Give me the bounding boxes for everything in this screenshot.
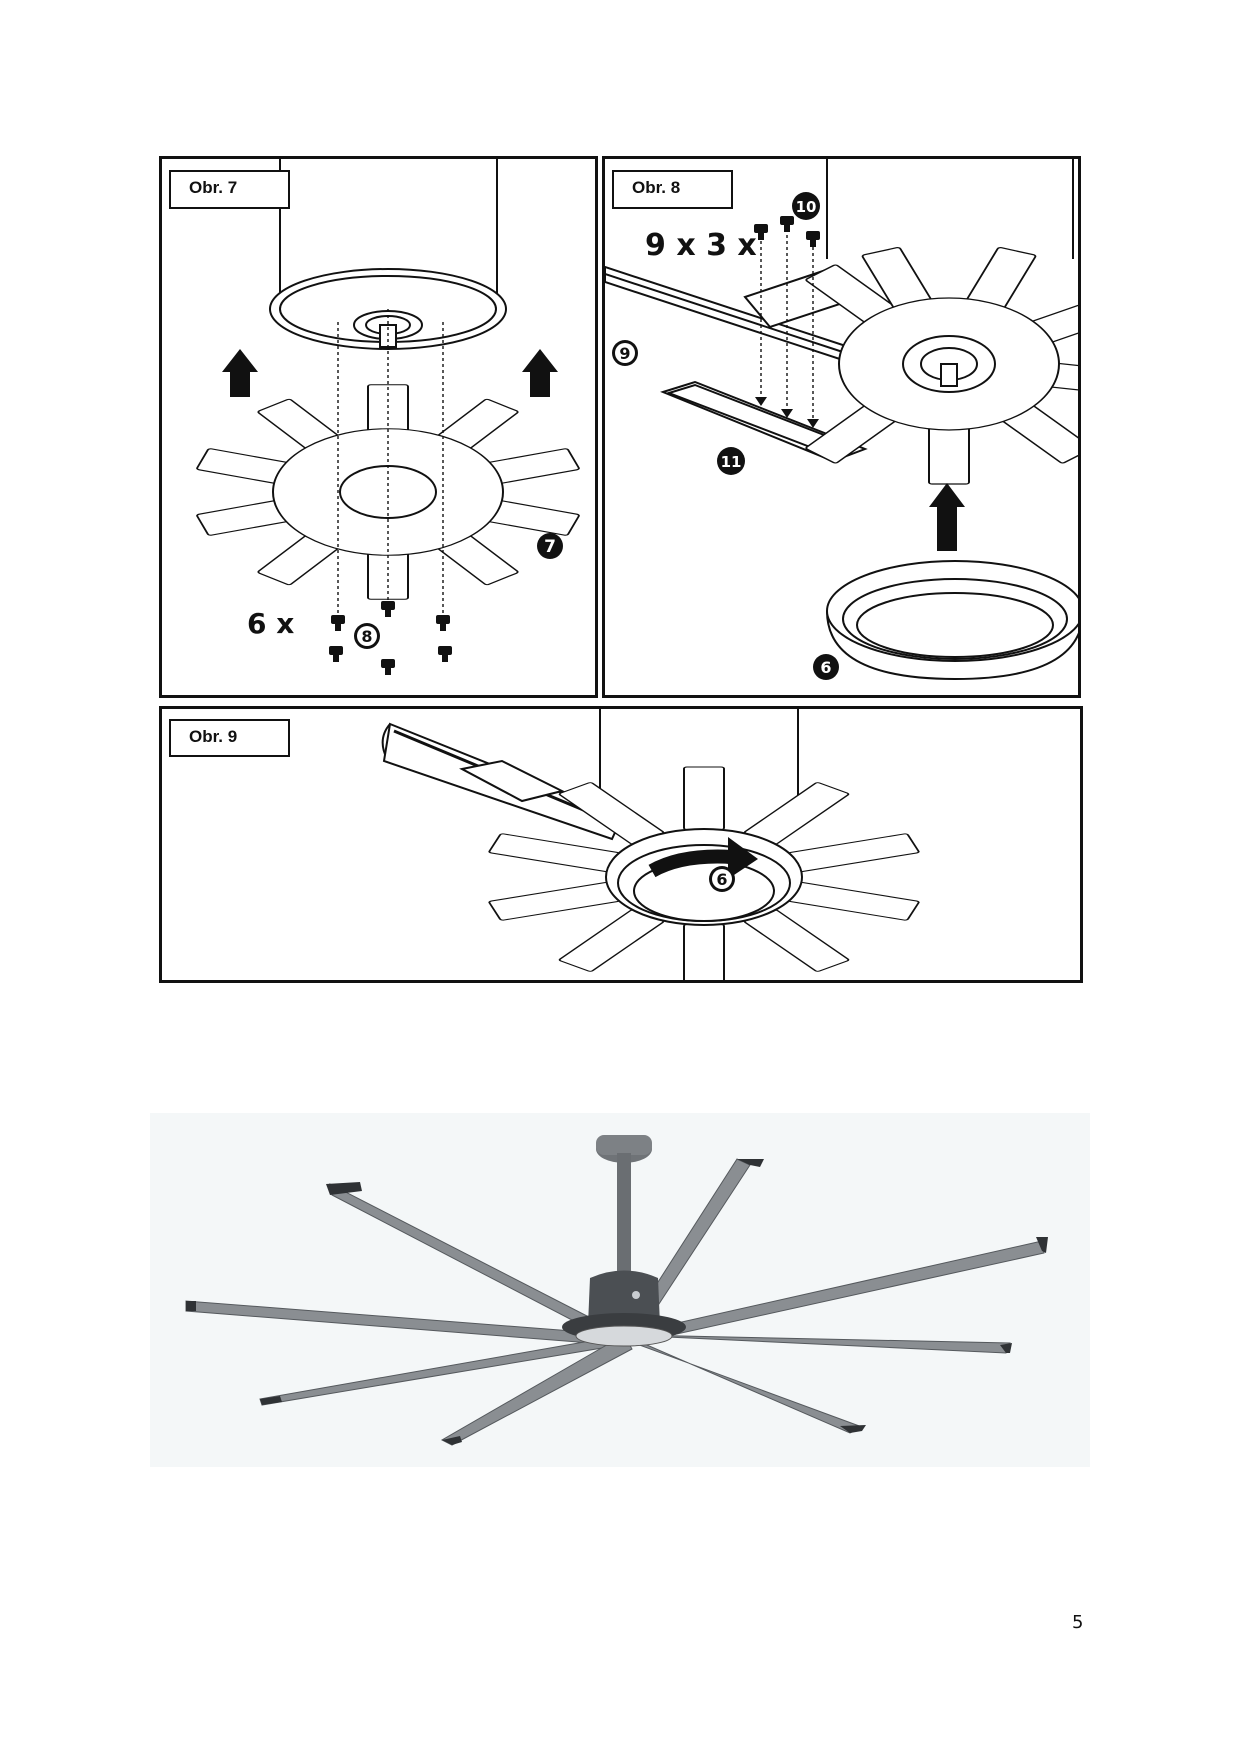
figure-obr-9: Obr. 9 (159, 706, 1083, 983)
figure-obr-8: Obr. 8 (602, 156, 1081, 698)
figure-obr-7: Obr. 7 (159, 156, 598, 698)
rotate-arrow-icon (648, 837, 758, 879)
obr-8-drawing: 10 9 11 6 9 x 3 x (605, 159, 1078, 681)
callout-10: 10 (792, 192, 820, 220)
obr-9-drawing: 6 (381, 709, 920, 980)
screw-icon (754, 224, 768, 240)
screw-icon (780, 216, 794, 232)
count-label: 6 x (247, 607, 294, 640)
screw-icon (329, 646, 343, 662)
svg-text:10: 10 (796, 198, 817, 216)
svg-text:9: 9 (619, 344, 630, 363)
screw-icon (436, 615, 450, 631)
callout-8: 8 (354, 623, 380, 649)
figure-label: Obr. 8 (612, 170, 733, 209)
screw-icon (806, 231, 820, 247)
count-label: 9 x 3 x (645, 228, 757, 263)
screw-icon (381, 601, 395, 617)
callout-7: 7 (537, 533, 563, 559)
svg-text:6: 6 (820, 658, 831, 677)
figure-label: Obr. 7 (169, 170, 290, 209)
up-arrow-icon (929, 483, 965, 551)
figure-label: Obr. 9 (169, 719, 290, 757)
blade-bracket (488, 766, 920, 980)
screw-icon (331, 615, 345, 631)
obr-7-drawing: 7 8 6 x (196, 159, 580, 675)
up-arrow-icon (222, 349, 258, 397)
screw-icon (438, 646, 452, 662)
svg-text:7: 7 (544, 537, 556, 557)
page-number: 5 (1072, 1612, 1084, 1633)
svg-text:11: 11 (721, 453, 742, 471)
up-arrow-icon (522, 349, 558, 397)
blade-bracket (196, 384, 580, 600)
ceiling-fan-photo (150, 1113, 1090, 1467)
callout-11: 11 (717, 447, 745, 475)
blade-bracket (805, 247, 1078, 485)
callout-9: 9 (612, 340, 638, 366)
screw-icon (381, 659, 395, 675)
callout-6: 6 (709, 866, 735, 892)
svg-text:8: 8 (361, 627, 372, 646)
svg-text:6: 6 (716, 870, 727, 889)
callout-6: 6 (813, 654, 839, 680)
